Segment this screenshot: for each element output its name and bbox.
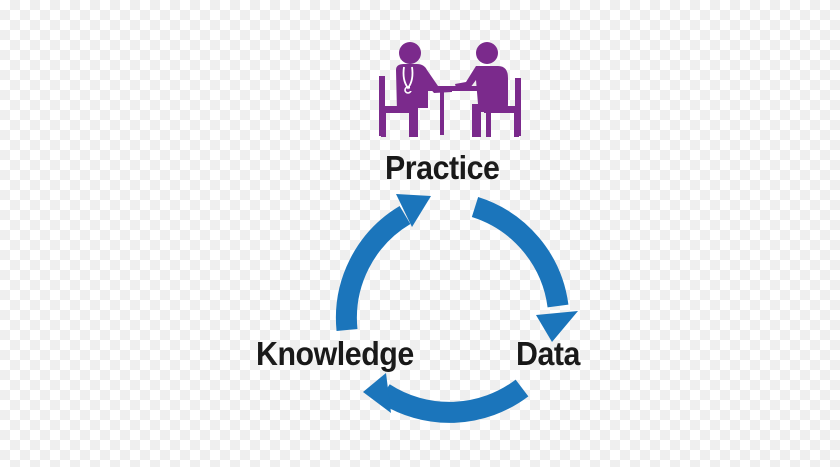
table-icon (410, 86, 484, 135)
doctor-patient-consultation-icon (379, 42, 521, 137)
arrow-practice-to-data (471, 196, 569, 308)
patient-figure-icon (455, 42, 508, 137)
arrow-data-to-knowledge (378, 379, 529, 423)
node-label-practice: Practice (385, 149, 500, 186)
node-label-data: Data (516, 335, 580, 372)
arrowhead-practice (396, 194, 431, 227)
arrowhead-data (536, 311, 578, 342)
arrowhead-knowledge (363, 373, 391, 413)
arrow-knowledge-to-practice (335, 205, 411, 332)
right-chair-icon (484, 78, 521, 137)
node-label-knowledge: Knowledge (256, 335, 414, 372)
